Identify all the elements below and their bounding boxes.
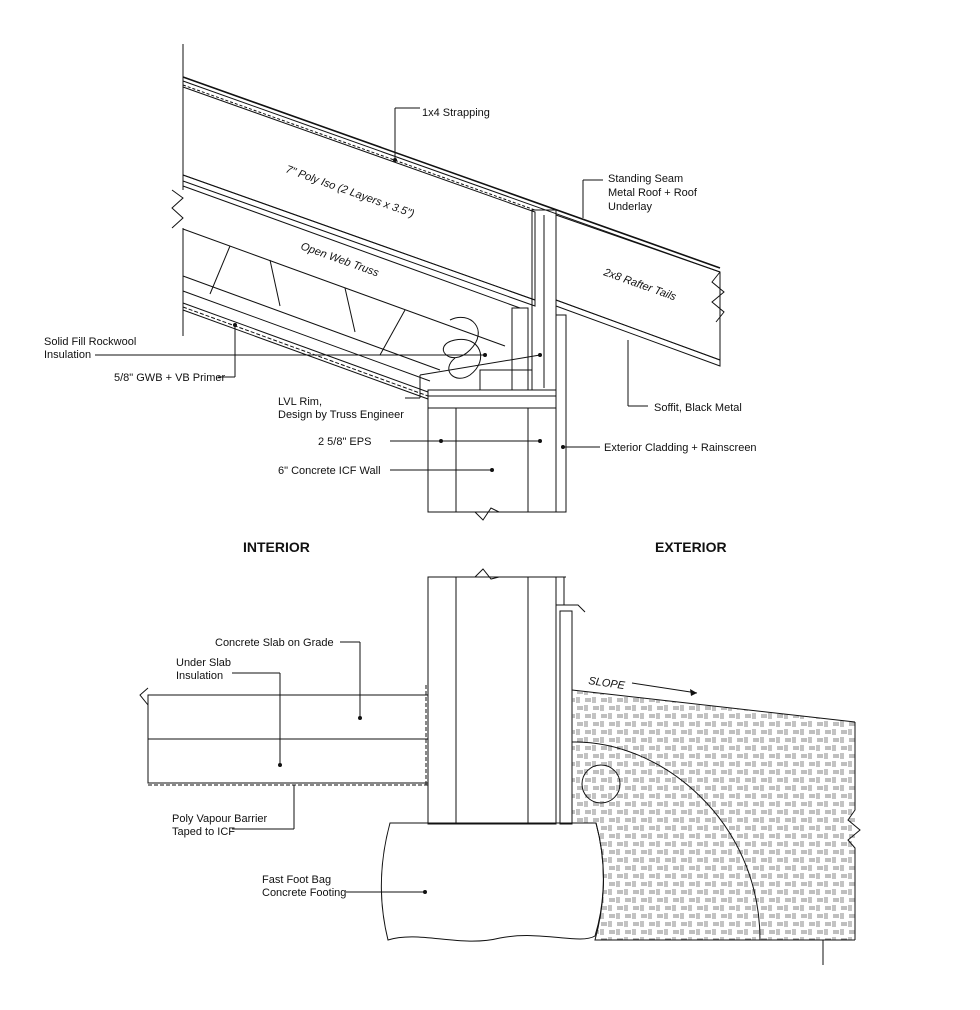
label-strapping: 1x4 Strapping xyxy=(422,107,490,119)
gwb-ceiling xyxy=(182,302,429,400)
label-rockwool-2: Insulation xyxy=(44,349,91,361)
upper-icf-wall xyxy=(427,314,567,521)
concrete-core xyxy=(455,407,529,513)
concrete-footing xyxy=(380,822,604,942)
label-exterior: EXTERIOR xyxy=(655,539,727,555)
roof-assembly xyxy=(171,44,725,409)
slab-assembly xyxy=(139,685,429,786)
label-interior: INTERIOR xyxy=(243,539,310,555)
exterior-cladding xyxy=(555,314,567,513)
rockwool-insulation xyxy=(442,316,482,379)
concrete-slab xyxy=(147,694,429,740)
eps-interior-layer xyxy=(427,407,457,513)
label-icf-wall: 6" Concrete ICF Wall xyxy=(278,465,381,477)
label-eps: 2 5/8" EPS xyxy=(318,436,371,448)
under-slab-insulation xyxy=(147,738,429,784)
label-rafter-tails: 2x8 Rafter Tails xyxy=(601,266,678,303)
lvl-rim xyxy=(427,389,557,409)
label-standing-seam-2: Metal Roof + Roof xyxy=(608,187,698,199)
label-soffit: Soffit, Black Metal xyxy=(654,402,742,414)
label-vapour-barrier-2: Taped to ICF xyxy=(172,826,235,838)
label-slab: Concrete Slab on Grade xyxy=(215,637,334,649)
label-under-slab-2: Insulation xyxy=(176,670,223,682)
leader-lines xyxy=(95,107,698,894)
label-lvl-rim-1: LVL Rim, xyxy=(278,396,322,408)
weeping-tile-pipe xyxy=(581,764,621,804)
soffit xyxy=(555,299,721,367)
label-under-slab-1: Under Slab xyxy=(176,657,231,669)
eps-exterior-layer xyxy=(527,407,557,513)
label-vapour-barrier-1: Poly Vapour Barrier xyxy=(172,813,268,825)
label-standing-seam-1: Standing Seam xyxy=(608,173,683,185)
label-standing-seam-3: Underlay xyxy=(608,201,653,213)
label-footing-2: Concrete Footing xyxy=(262,887,346,899)
label-lvl-rim-2: Design by Truss Engineer xyxy=(278,409,404,421)
drainage-gravel xyxy=(571,741,761,941)
exterior-grade xyxy=(571,689,861,965)
label-footing-1: Fast Foot Bag xyxy=(262,874,331,886)
label-gwb: 5/8" GWB + VB Primer xyxy=(114,372,226,384)
open-web-truss xyxy=(182,185,521,382)
label-slope: SLOPE xyxy=(588,675,627,692)
lower-icf-wall xyxy=(427,568,586,825)
label-cladding: Exterior Cladding + Rainscreen xyxy=(604,442,757,454)
label-poly-iso: 7" Poly Iso (2 Layers x 3.5") xyxy=(284,164,416,221)
label-rockwool-1: Solid Fill Rockwool xyxy=(44,336,136,348)
